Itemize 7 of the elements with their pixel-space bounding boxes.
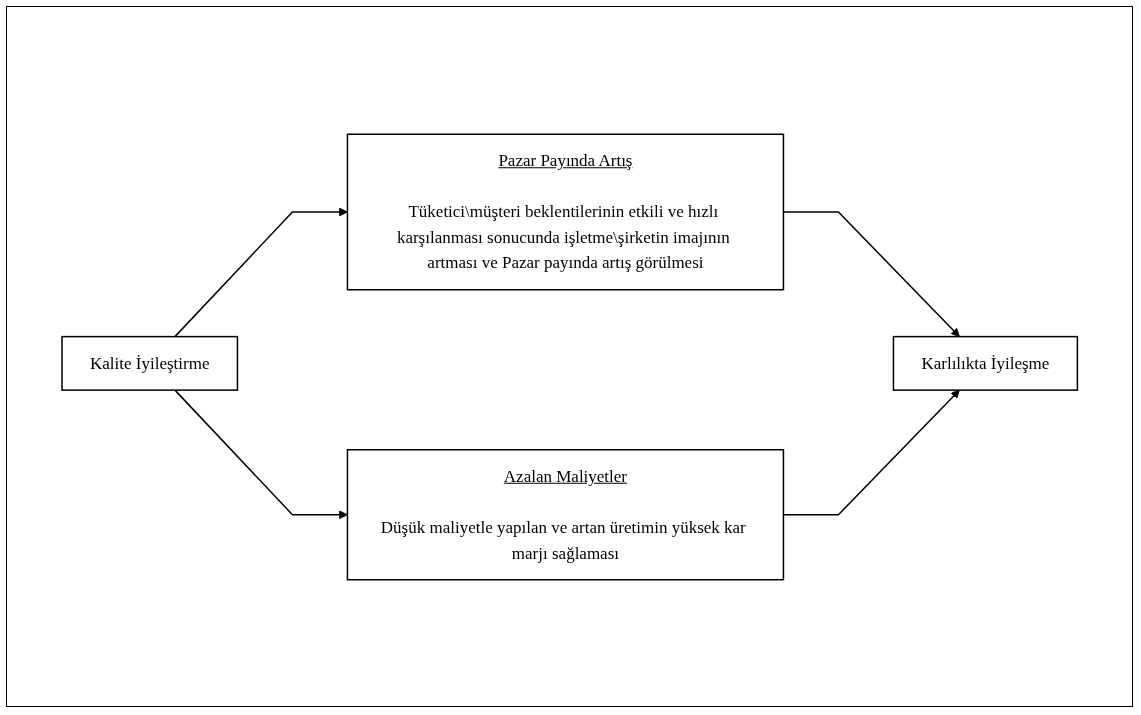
node-box xyxy=(346,448,784,580)
node-box xyxy=(61,335,238,391)
diagram-frame: Kalite İyileştirme Pazar Payında Artış Tüketici\müşteri beklentilerinin etkili ve hızlı karşılanması sonucunda işletme\şirketin imajının artması ve Pazar payında artış görülmesi Azalan Maliyetler Düşük maliyetle yapılan ve artan üretimin yüksek kar marjı sağlaması Karlılıkta İyileşme xyxy=(6,6,1133,707)
arrow xyxy=(174,388,348,519)
arrow xyxy=(174,207,348,337)
node-box xyxy=(892,335,1078,391)
node-box xyxy=(346,133,784,290)
